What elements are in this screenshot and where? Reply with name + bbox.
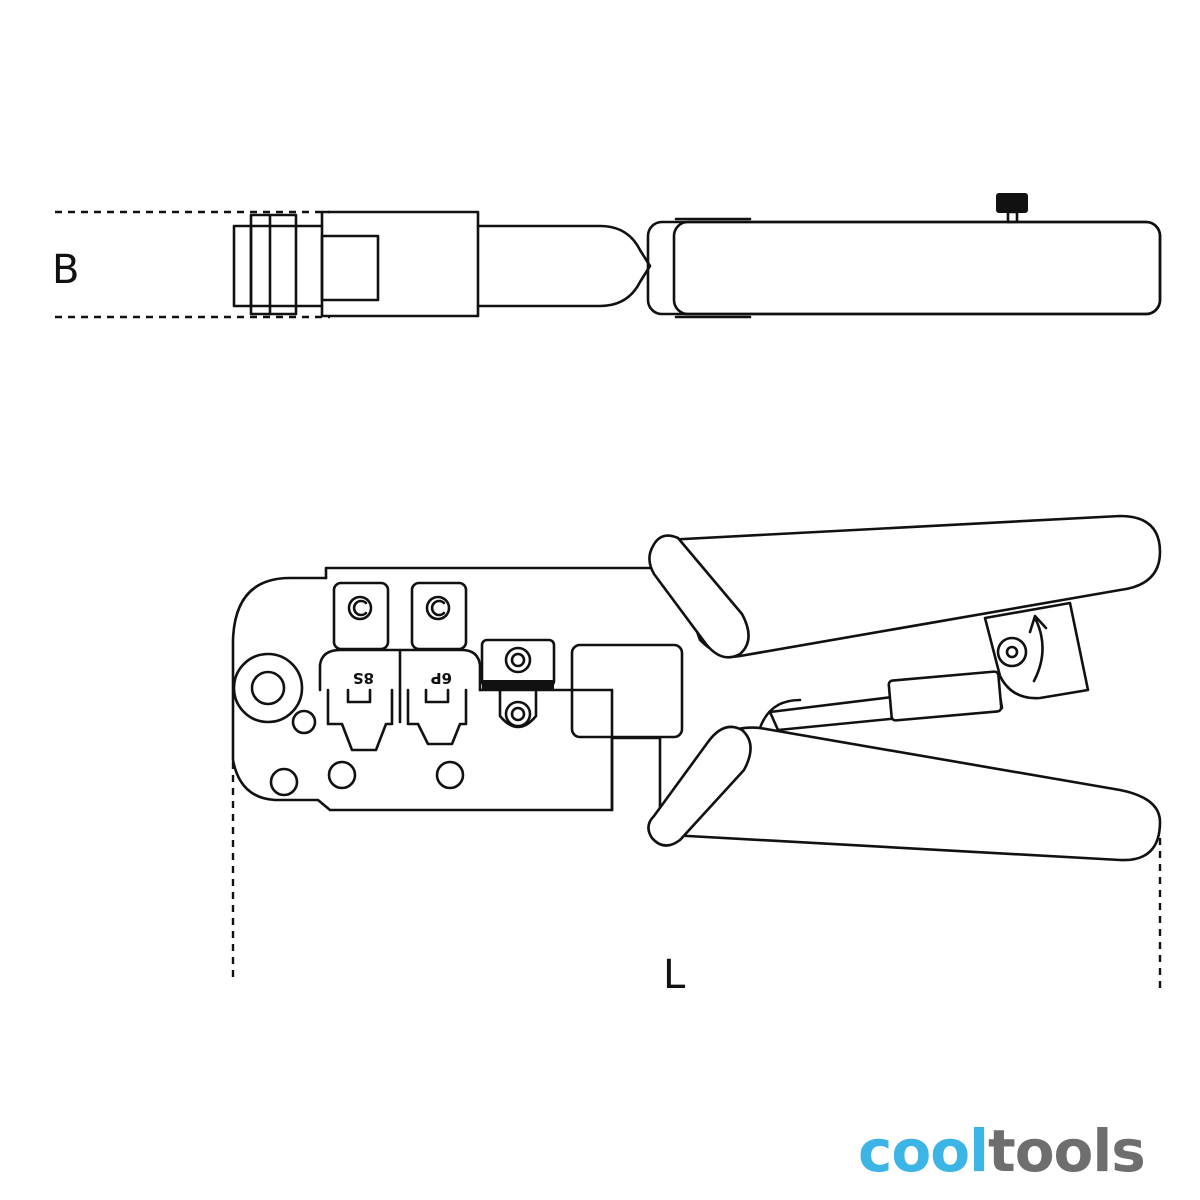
cooltools-logo: cooltools bbox=[858, 1122, 1146, 1180]
ratchet-plate bbox=[983, 601, 1090, 700]
lower-handle-throat bbox=[758, 698, 802, 730]
crimp-profile-6p bbox=[406, 688, 468, 746]
pivot-hole-inner bbox=[250, 670, 286, 706]
cutter-blade-bar bbox=[482, 680, 554, 690]
side-view: L 8S 6P bbox=[231, 514, 1162, 998]
die-screw-8s bbox=[347, 595, 373, 621]
top-neck bbox=[476, 224, 652, 308]
logo-text-tools: tools bbox=[987, 1117, 1146, 1185]
cutter-screw-bottom bbox=[504, 700, 532, 728]
rivet-hole-4 bbox=[435, 760, 465, 790]
die-label-8s: 8S bbox=[353, 669, 374, 687]
stripper-window bbox=[570, 643, 684, 739]
top-head-inner bbox=[320, 234, 380, 302]
ratchet-pivot-inner bbox=[1005, 645, 1019, 659]
top-handle-inner bbox=[672, 220, 1162, 316]
rivet-hole-2 bbox=[269, 767, 299, 797]
pivot-hole-large bbox=[232, 652, 304, 724]
tool-body-top-edge bbox=[324, 566, 652, 580]
crimp-profile-8s bbox=[326, 688, 394, 752]
dimension-b-label: B bbox=[52, 247, 79, 293]
cutter-screw-bottom-inner bbox=[510, 706, 526, 722]
crimp-profile-8s-inner bbox=[346, 688, 372, 704]
dimension-l-label: L bbox=[663, 952, 686, 998]
tool-body-outline bbox=[231, 576, 662, 812]
ratchet-pivot bbox=[996, 636, 1028, 668]
rivet-hole-3 bbox=[327, 760, 357, 790]
lock-knob-icon bbox=[996, 193, 1028, 213]
top-jaw-plates bbox=[232, 213, 324, 316]
lower-handle-grip-end bbox=[647, 725, 752, 847]
cutter-screw-top-inner bbox=[510, 652, 526, 668]
release-arrow-icon bbox=[1028, 614, 1048, 683]
upper-handle-grip-end bbox=[648, 534, 750, 659]
die-screw-6p bbox=[425, 595, 451, 621]
rivet-hole-1 bbox=[291, 709, 317, 735]
die-screw-8s-slot bbox=[352, 599, 368, 617]
top-handle-outer bbox=[646, 220, 1162, 316]
crimp-profile-6p-inner bbox=[424, 688, 450, 704]
ratchet-link-sleeve bbox=[887, 670, 1003, 722]
cutter-screw-top bbox=[504, 646, 532, 674]
logo-text-cool: cool bbox=[858, 1117, 989, 1185]
die-label-6p: 6P bbox=[431, 669, 452, 687]
die-screw-6p-slot bbox=[430, 599, 446, 617]
lock-knob-stem bbox=[1006, 210, 1019, 224]
top-view: B bbox=[52, 193, 1162, 319]
